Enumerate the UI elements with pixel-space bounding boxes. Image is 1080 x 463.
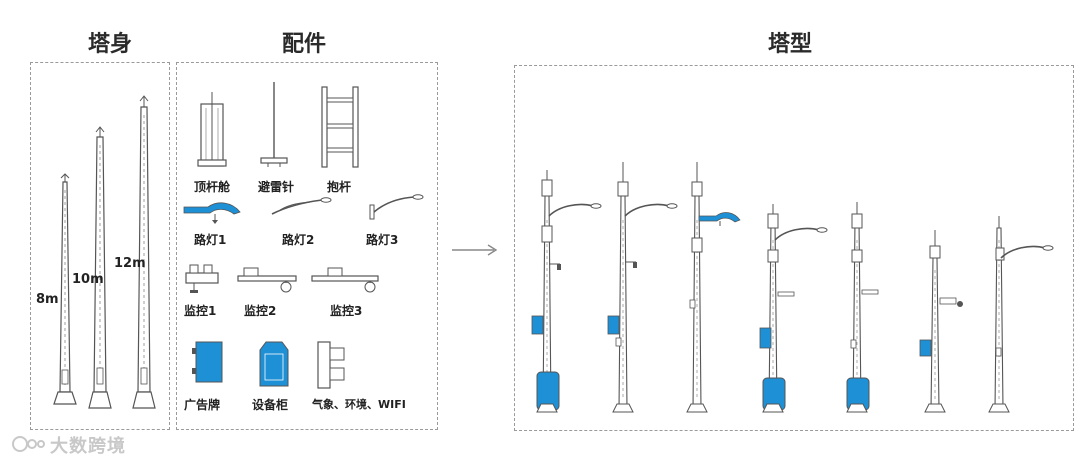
street-light-2-icon [271, 197, 332, 215]
tower-type-3 [686, 162, 741, 413]
tower-type-1 [531, 170, 602, 413]
accessory-label: 顶杆舱 [194, 180, 231, 194]
accessory-label: 气象、环境、WIFI [312, 398, 406, 411]
accessories-heading: 配件 [281, 32, 326, 57]
surveillance-1-icon [185, 264, 219, 293]
tower-body-panel [30, 62, 170, 430]
street-light-3-icon [369, 194, 424, 220]
street-light-1-icon [183, 202, 241, 224]
tower-type-6 [919, 230, 963, 413]
accessory-label: 监控3 [330, 304, 363, 318]
tower-type-7 [988, 216, 1054, 413]
arrow-right-icon [452, 244, 498, 256]
top-cabin-icon [197, 92, 227, 167]
accessory-label: 监控1 [184, 304, 217, 318]
accessory-label: 设备柜 [252, 398, 289, 412]
lightning-rod-icon [260, 82, 288, 167]
pole-10m-label: 10m [72, 272, 104, 287]
watermark-text: 大数跨境 [50, 436, 126, 457]
tower-type-4 [759, 204, 828, 413]
accessory-label: 监控2 [244, 304, 277, 318]
accessory-label: 路灯3 [366, 233, 399, 247]
tower-types-panel [514, 65, 1074, 431]
surveillance-2-icon [237, 267, 297, 293]
accessory-label: 抱杆 [327, 180, 352, 194]
clamp-bracket-icon [321, 86, 359, 168]
pole-10m [88, 126, 112, 409]
accessory-label: 避雷针 [258, 180, 295, 194]
pole-12m [132, 95, 156, 409]
tower-types-heading: 塔型 [767, 32, 812, 57]
pole-8m [53, 173, 77, 405]
pole-8m-label: 8m [36, 292, 59, 307]
tower-type-5 [846, 202, 879, 413]
pole-12m-label: 12m [114, 256, 146, 271]
tower-type-2 [607, 162, 678, 413]
accessory-label: 广告牌 [184, 398, 221, 412]
surveillance-3-icon [311, 267, 379, 293]
billboard-icon [192, 341, 223, 383]
logo-icon [12, 436, 45, 452]
equipment-cabinet-icon [259, 341, 289, 387]
accessories-panel [176, 62, 438, 430]
accessory-label: 路灯2 [282, 233, 315, 247]
weather-wifi-module-icon [317, 341, 345, 389]
accessory-label: 路灯1 [194, 233, 227, 247]
tower-body-heading: 塔身 [87, 32, 132, 57]
watermark: 大数跨境 [12, 432, 126, 458]
